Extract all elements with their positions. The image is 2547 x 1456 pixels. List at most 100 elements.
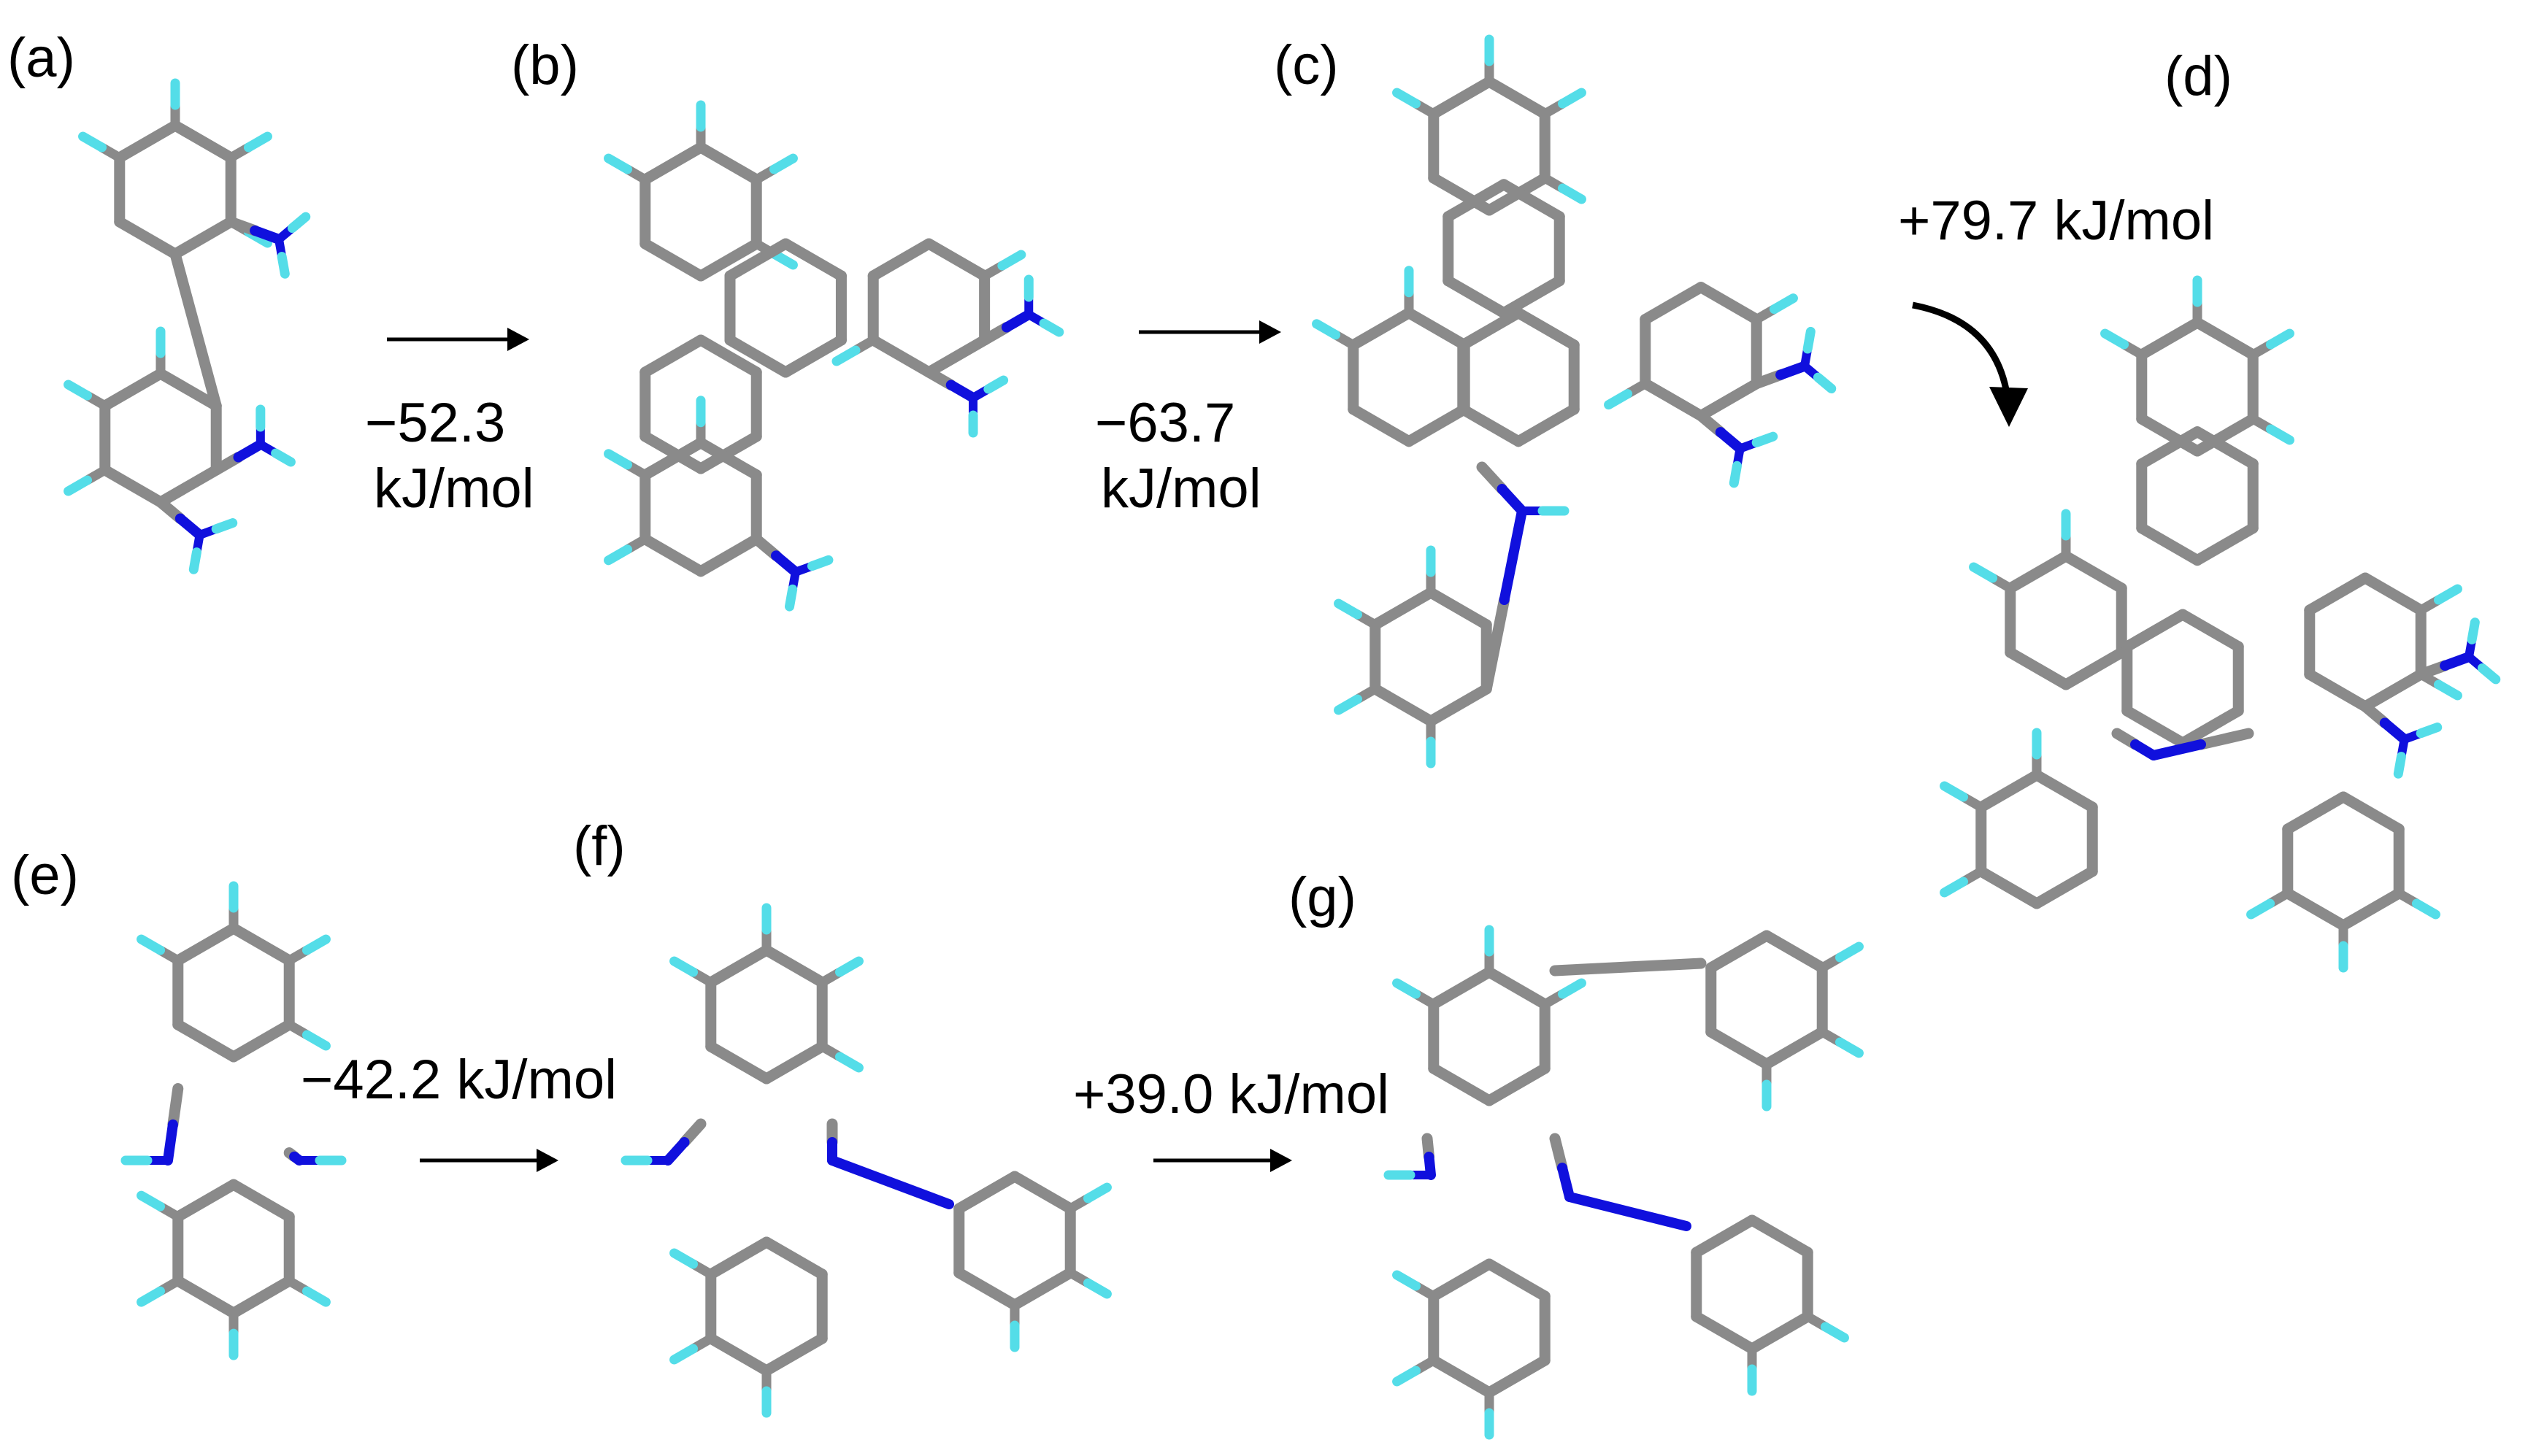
carbon-bond xyxy=(1513,307,1580,351)
carbon-bond xyxy=(761,944,828,988)
carbon-bond xyxy=(1691,1311,1758,1355)
arrow-f-to-g xyxy=(1153,1149,1292,1172)
carbon-bond xyxy=(1705,1026,1772,1070)
hydrogen-atom xyxy=(1835,941,1864,963)
carbon-bond xyxy=(953,1267,1021,1311)
hydrogen-atom xyxy=(1312,319,1341,340)
carbon-bond xyxy=(155,368,222,412)
panel-label-d: (d) xyxy=(2164,45,2232,107)
carbon-bond xyxy=(2191,317,2259,361)
carbon-bond xyxy=(724,334,791,378)
carbon-bond xyxy=(1428,1258,1495,1302)
carbon-bond xyxy=(1640,282,1707,326)
carbon-bond xyxy=(114,120,181,163)
carbon-bond xyxy=(2060,647,2127,690)
carbon-bond xyxy=(1746,1214,1813,1258)
carbon-bond xyxy=(695,431,762,474)
carbon-bond xyxy=(1428,76,1495,120)
energy-cd: +79.7 kJ/mol xyxy=(1898,190,2214,252)
carbon-bond xyxy=(2191,523,2259,566)
carbon-bond xyxy=(167,1083,184,1130)
carbon-bond xyxy=(228,1179,295,1222)
carbon-bond xyxy=(1428,1063,1495,1106)
carbon-bond xyxy=(2005,647,2072,690)
molecule-b xyxy=(604,100,1064,612)
carbon-bond xyxy=(1975,866,2043,909)
carbon-bond xyxy=(2136,426,2203,470)
hydrogen-atom xyxy=(784,584,798,612)
carbon-bond xyxy=(639,142,707,185)
hydrogen-atom xyxy=(1802,326,1816,354)
panel-label-f: (f) xyxy=(573,815,626,877)
hydrogen-atom xyxy=(1557,978,1586,999)
carbon-bond xyxy=(780,334,847,378)
carbon-bond xyxy=(2304,669,2371,712)
carbon-bond xyxy=(99,368,166,412)
arrow-c-to-d xyxy=(1912,301,2028,427)
carbon-bond xyxy=(695,334,762,378)
carbon-bond xyxy=(1442,179,1510,223)
hydrogen-atom xyxy=(1969,562,1998,583)
hydrogen-atom xyxy=(997,250,1026,271)
carbon-bond xyxy=(1403,307,1470,351)
carbon-bond xyxy=(1483,966,1551,1010)
carbon-bond xyxy=(1761,1026,1828,1070)
carbon-bond xyxy=(705,944,772,988)
carbon-bond xyxy=(2136,413,2203,457)
energy-ab-value: −52.3 xyxy=(365,392,505,454)
hydrogen-atom xyxy=(769,153,798,174)
energy-fg: +39.0 kJ/mol xyxy=(1073,1063,1389,1125)
hydrogen-atom xyxy=(669,956,699,977)
hydrogen-atom xyxy=(1940,877,1969,898)
hydrogen-atom xyxy=(2416,723,2443,739)
hydrogen-atom xyxy=(301,1030,331,1051)
cn-bond xyxy=(1564,1192,1691,1231)
carbon-bond xyxy=(2121,609,2189,652)
cn-bond xyxy=(2148,739,2206,760)
hydrogen-atom xyxy=(211,518,238,534)
carbon-bond xyxy=(695,534,762,577)
cn-bond xyxy=(827,1155,954,1209)
hydrogen-atom xyxy=(1769,293,1798,315)
hydrogen-atom xyxy=(188,547,201,574)
carbon-bond xyxy=(2177,609,2244,652)
carbon-bond xyxy=(228,1019,295,1063)
hydrogen-atom xyxy=(831,345,861,366)
hydrogen-atom xyxy=(271,448,296,467)
hydrogen-atom xyxy=(2433,679,2462,701)
carbon-bond xyxy=(1975,769,2043,813)
carbon-bond xyxy=(1428,966,1495,1010)
carbon-bond xyxy=(1428,1355,1495,1398)
molecule-e xyxy=(120,881,347,1360)
carbon-bond xyxy=(780,238,847,282)
carbon-bond xyxy=(1403,404,1470,447)
carbon-bond xyxy=(1009,1171,1076,1214)
hydrogen-atom xyxy=(301,1286,331,1307)
carbon-bond xyxy=(172,1275,239,1319)
carbon-bond xyxy=(953,1171,1021,1214)
carbon-bond xyxy=(1483,1258,1551,1302)
carbon-bond xyxy=(2359,669,2427,712)
carbon-bond xyxy=(1480,594,1510,695)
hydrogen-atom xyxy=(1392,1366,1421,1387)
hydrogen-atom xyxy=(2265,424,2294,445)
carbon-bond xyxy=(1483,76,1551,120)
hydrogen-atom xyxy=(137,1286,166,1307)
arrow-a-to-b xyxy=(387,328,529,351)
hydrogen-atom xyxy=(834,1052,864,1073)
carbon-bond xyxy=(705,1236,772,1280)
carbon-bond xyxy=(2195,728,2254,750)
carbon-bond xyxy=(1513,404,1580,447)
carbon-bond xyxy=(1761,930,1828,974)
molecule-layer xyxy=(64,34,2501,1440)
panel-label-c: (c) xyxy=(1274,34,1339,96)
panel-label-e: (e) xyxy=(11,844,79,906)
molecule-d xyxy=(1940,275,2501,973)
carbon-bond xyxy=(172,1019,239,1063)
carbon-bond xyxy=(1442,275,1510,319)
hydrogen-atom xyxy=(1039,318,1064,337)
carbon-bond xyxy=(169,120,237,163)
arrow-e-to-f xyxy=(420,1149,558,1172)
carbon-bond xyxy=(639,334,707,378)
